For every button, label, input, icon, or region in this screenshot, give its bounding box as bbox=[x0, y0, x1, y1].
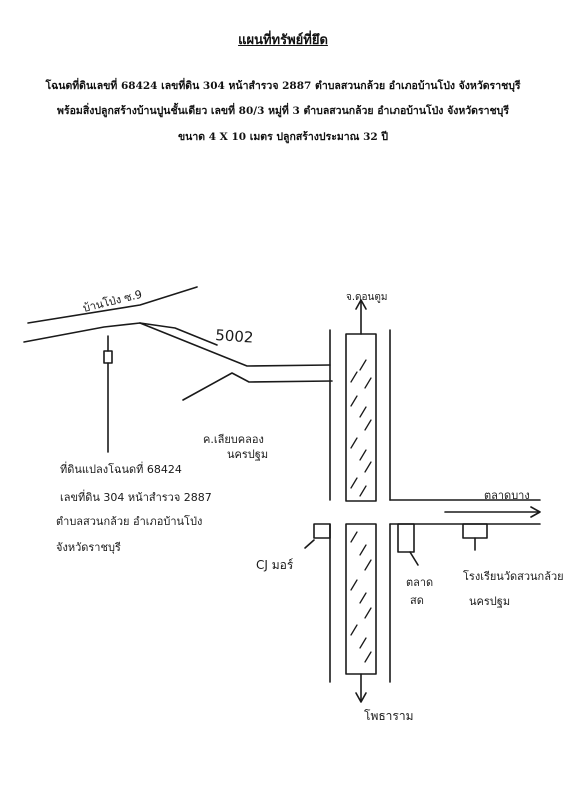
school-box bbox=[462, 523, 488, 539]
deed-info-line: โฉนดที่ดินเลขที่ 68424 เลขที่ดิน 304 หน้… bbox=[45, 80, 521, 92]
cj-shop-leader bbox=[304, 539, 315, 549]
label-don-tum: จ.ดอนตูม bbox=[346, 292, 387, 303]
label-soi: บ้านโป่ง ซ.9 bbox=[81, 287, 143, 315]
market-leader bbox=[409, 551, 419, 566]
building-info-line: พร้อมสิ่งปลูกสร้างบ้านปูนชั้นเดียว เลขที… bbox=[57, 105, 509, 117]
main-road bbox=[329, 299, 391, 703]
size-info-line: ขนาด 4 X 10 เมตร ปลูกสร้างประมาณ 32 ปี bbox=[178, 131, 388, 143]
label-road-5002: 5002 bbox=[215, 326, 254, 347]
cj-shop-box bbox=[313, 523, 331, 539]
label-market-2: สด bbox=[410, 594, 424, 607]
label-property-3: ตำบลสวนกล้วย อำเภอบ้านโป่ง bbox=[56, 514, 202, 528]
east-road bbox=[389, 499, 541, 525]
median-hatching bbox=[350, 359, 372, 663]
label-school-1: โรงเรียนวัดสวนกล้วย bbox=[463, 569, 564, 583]
market-box bbox=[397, 523, 415, 553]
label-cj-shop: CJ มอร์ bbox=[256, 558, 294, 572]
label-market-1: ตลาด bbox=[406, 576, 433, 589]
label-canal-2: นครปฐม bbox=[227, 448, 268, 461]
label-school-2: นครปฐม bbox=[469, 595, 510, 608]
page-title: แผนที่ทรัพย์ที่ยึด bbox=[238, 33, 328, 48]
label-property-4: จังหวัดราชบุรี bbox=[56, 541, 121, 554]
road-5002 bbox=[139, 322, 333, 401]
label-property-1: ที่ดินแปลงโฉนดที่ 68424 bbox=[60, 461, 182, 476]
label-canal-1: ค.เลียบคลอง bbox=[203, 433, 264, 446]
label-photharam: โพธาราม bbox=[364, 709, 414, 723]
label-property-2: เลขที่ดิน 304 หน้าสำรวจ 2887 bbox=[60, 489, 212, 504]
label-east: ตลาดบาง bbox=[484, 489, 530, 502]
property-marker bbox=[103, 335, 113, 453]
